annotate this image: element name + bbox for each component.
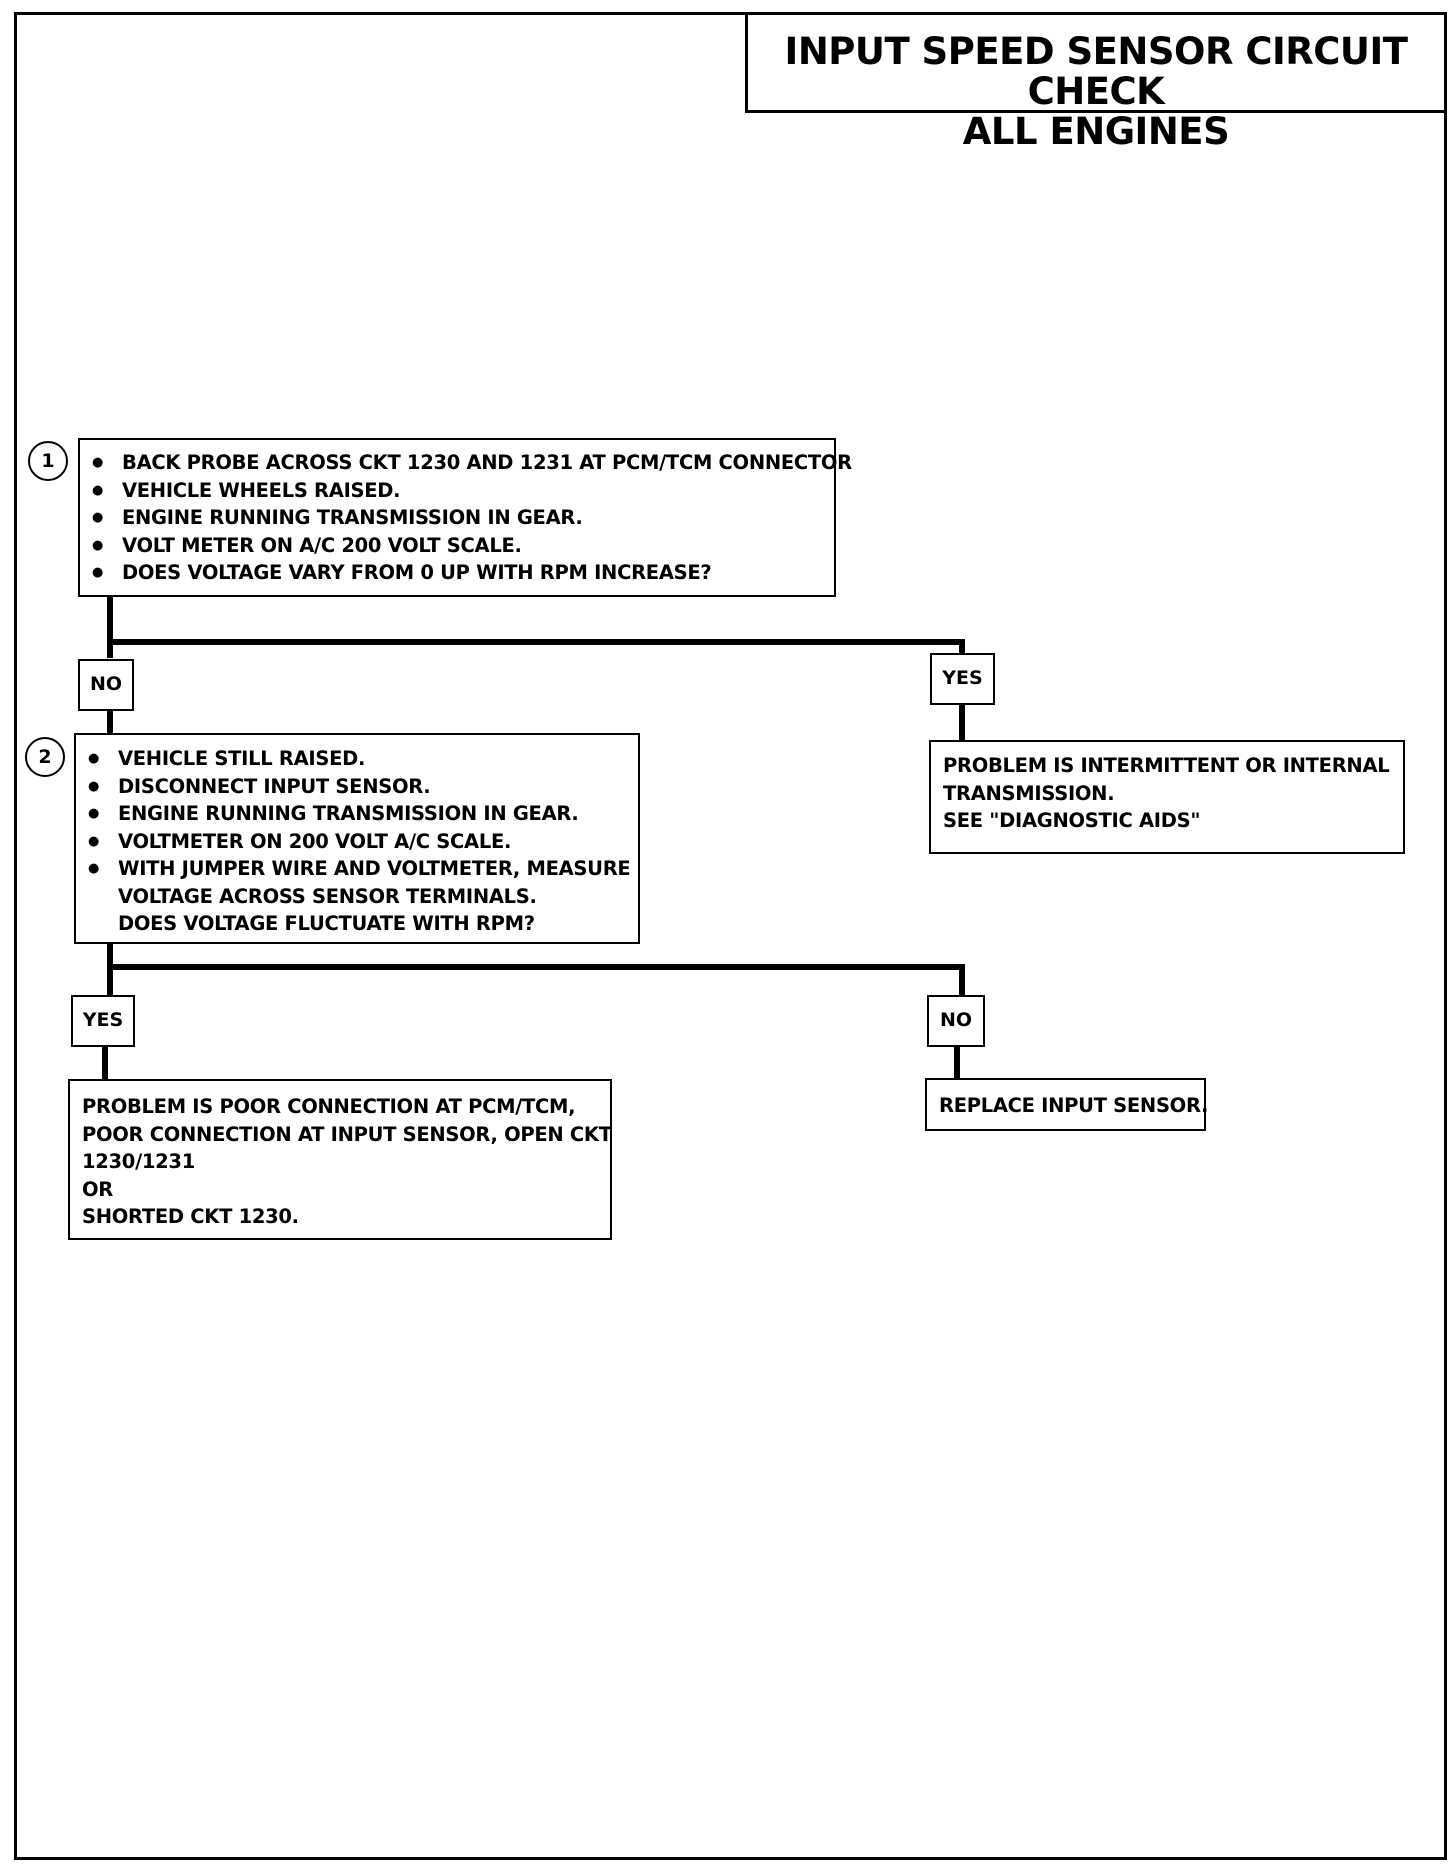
- step-1-item: DOES VOLTAGE VARY FROM 0 UP WITH RPM INC…: [80, 559, 834, 587]
- result-poor-connection-line: PROBLEM IS POOR CONNECTION AT PCM/TCM,: [82, 1095, 576, 1118]
- step-2-no-label: NO: [927, 995, 985, 1047]
- step-2-item: ENGINE RUNNING TRANSMISSION IN GEAR.: [76, 800, 638, 828]
- page-frame: [14, 12, 1447, 1860]
- step-2-continuation: VOLTAGE ACROSS SENSOR TERMINALS.: [118, 884, 537, 908]
- result-poor-connection-line: 1230/1231: [82, 1150, 195, 1173]
- result-replace-sensor-text: REPLACE INPUT SENSOR.: [939, 1094, 1209, 1117]
- title-line-2: ALL ENGINES: [962, 110, 1230, 153]
- result-poor-connection-box: PROBLEM IS POOR CONNECTION AT PCM/TCM, P…: [68, 1079, 612, 1240]
- step-1-item: ENGINE RUNNING TRANSMISSION IN GEAR.: [80, 504, 834, 532]
- step-2-item: WITH JUMPER WIRE AND VOLTMETER, MEASURE: [76, 855, 638, 883]
- step-2-continuation: DOES VOLTAGE FLUCTUATE WITH RPM?: [118, 912, 535, 935]
- step-2-number: 2: [25, 737, 65, 777]
- step-2-box: VEHICLE STILL RAISED. DISCONNECT INPUT S…: [74, 733, 640, 944]
- result-intermittent-box: PROBLEM IS INTERMITTENT OR INTERNAL TRAN…: [929, 740, 1405, 854]
- step-1-number: 1: [28, 441, 68, 481]
- step-2-item: VEHICLE STILL RAISED.: [76, 745, 638, 773]
- step-1-yes-label: YES: [930, 653, 995, 705]
- step-2-item: DISCONNECT INPUT SENSOR.: [76, 773, 638, 801]
- step-1-item: BACK PROBE ACROSS CKT 1230 AND 1231 AT P…: [80, 449, 852, 477]
- result-poor-connection-line: SHORTED CKT 1230.: [82, 1205, 299, 1228]
- step-1-item: VOLT METER ON A/C 200 VOLT SCALE.: [80, 532, 834, 560]
- step-2-yes-label: YES: [71, 995, 135, 1047]
- step-1-no-label: NO: [78, 659, 134, 711]
- result-intermittent-line: SEE "DIAGNOSTIC AIDS": [943, 809, 1201, 832]
- result-intermittent-line: PROBLEM IS INTERMITTENT OR INTERNAL: [943, 754, 1390, 777]
- step-2-item: VOLTMETER ON 200 VOLT A/C SCALE.: [76, 828, 638, 856]
- step-1-box: BACK PROBE ACROSS CKT 1230 AND 1231 AT P…: [78, 438, 852, 597]
- result-poor-connection-line: POOR CONNECTION AT INPUT SENSOR, OPEN CK…: [82, 1122, 612, 1146]
- step-1-item: VEHICLE WHEELS RAISED.: [80, 477, 834, 505]
- result-poor-connection-line: OR: [82, 1177, 113, 1201]
- title-line-1: INPUT SPEED SENSOR CIRCUIT CHECK: [784, 30, 1408, 113]
- chart-title: INPUT SPEED SENSOR CIRCUIT CHECK ALL ENG…: [745, 12, 1447, 152]
- result-intermittent-line: TRANSMISSION.: [943, 781, 1115, 805]
- result-replace-sensor-box: REPLACE INPUT SENSOR.: [925, 1078, 1209, 1131]
